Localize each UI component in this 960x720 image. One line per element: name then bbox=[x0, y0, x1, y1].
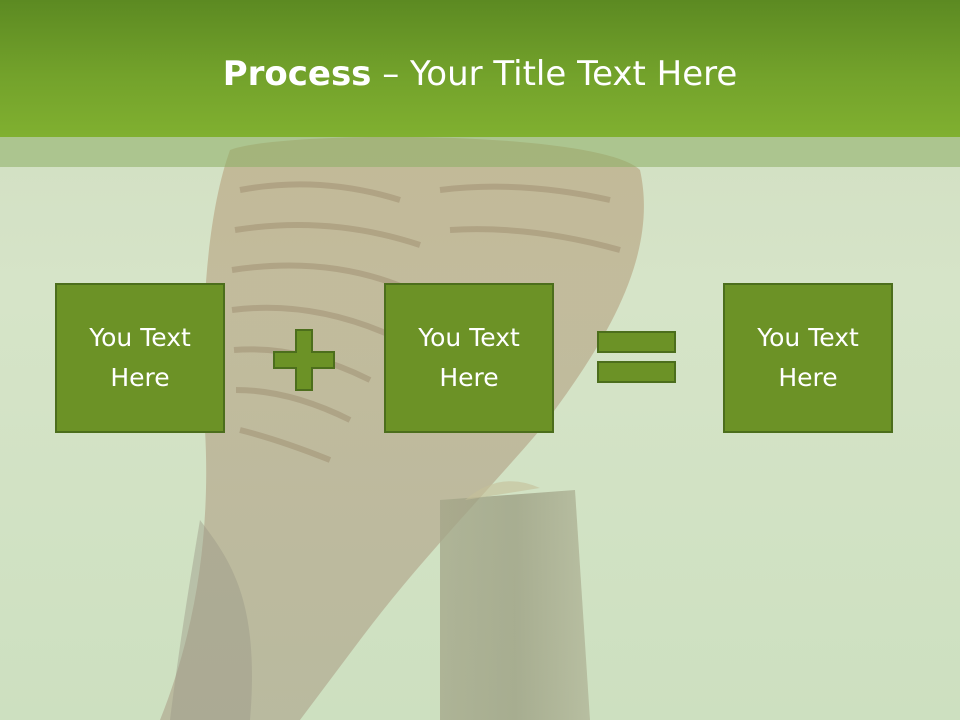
process-box-2-text: You Text Here bbox=[418, 323, 520, 392]
header-band bbox=[0, 0, 960, 137]
process-box-3-text: You Text Here bbox=[757, 323, 859, 392]
process-box-3[interactable]: You Text Here bbox=[723, 283, 893, 433]
process-box-2[interactable]: You Text Here bbox=[384, 283, 554, 433]
process-box-1[interactable]: You Text Here bbox=[55, 283, 225, 433]
header-strip bbox=[0, 137, 960, 167]
title-rest: – Your Title Text Here bbox=[371, 54, 738, 94]
equals-icon bbox=[597, 331, 676, 383]
title-bold: Process bbox=[222, 54, 372, 94]
plus-icon bbox=[273, 329, 335, 391]
process-box-1-text: You Text Here bbox=[89, 323, 191, 392]
slide-title: Process – Your Title Text Here bbox=[0, 52, 960, 96]
